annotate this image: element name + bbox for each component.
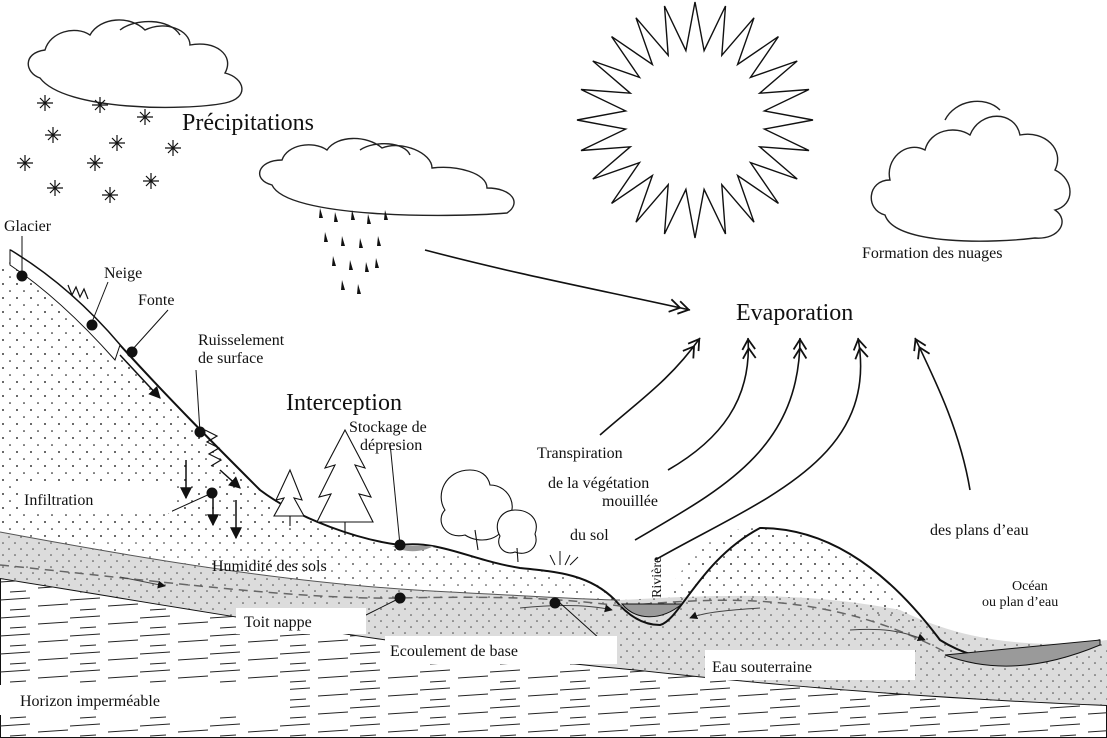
sun-icon <box>577 2 813 238</box>
label-ocean-line2: ou plan d’eau <box>982 595 1058 610</box>
label-wet-vegetation-line2: mouillée <box>602 493 658 510</box>
label-storage-line2: dépresion <box>360 437 422 454</box>
snow-cloud-icon <box>28 20 242 107</box>
transpiration-arrow <box>600 338 700 435</box>
wet-vegetation-arrow <box>668 338 748 470</box>
precip-to-evap-arrow <box>425 250 690 310</box>
label-runoff-line1: Ruisselement <box>198 332 285 349</box>
label-precipitations: Précipitations <box>182 110 314 136</box>
label-evaporation: Evaporation <box>736 300 853 326</box>
label-melt: Fonte <box>138 292 174 309</box>
snowflake-icon <box>17 95 181 203</box>
label-glacier: Glacier <box>4 218 52 235</box>
label-infiltration: Infiltration <box>24 492 93 509</box>
water-bodies-arrow <box>915 338 970 490</box>
label-interception: Interception <box>286 390 402 416</box>
soil-evap-arrow <box>635 338 800 540</box>
label-runoff-line2: de surface <box>198 350 263 367</box>
label-impermeable-horizon: Horizon imperméable <box>20 693 160 710</box>
label-storage-line1: Stockage de <box>349 419 427 436</box>
label-soil-moisture: Humidité des sols <box>212 558 327 575</box>
label-groundwater: Eau souterraine <box>712 659 812 676</box>
label-cloud-formation: Formation des nuages <box>862 245 1002 262</box>
deciduous-tree-icon <box>441 470 536 562</box>
label-snow: Neige <box>104 265 142 282</box>
grass-icon <box>550 551 578 565</box>
label-water-bodies: des plans d’eau <box>930 522 1029 539</box>
label-soil: du sol <box>570 527 609 544</box>
label-baseflow: Ecoulement de base <box>390 643 518 660</box>
rain-drops-icon <box>319 208 388 294</box>
label-transpiration: Transpiration <box>537 445 623 462</box>
label-river: Rivière <box>650 557 665 598</box>
cloud-formation-icon <box>871 101 1070 241</box>
label-water-table: Toit nappe <box>244 614 312 631</box>
river-evap-arrow <box>655 338 861 560</box>
label-ocean-line1: Océan <box>1012 579 1048 594</box>
label-wet-vegetation-line1: de la végétation <box>548 475 649 492</box>
rain-cloud-icon <box>260 138 514 215</box>
